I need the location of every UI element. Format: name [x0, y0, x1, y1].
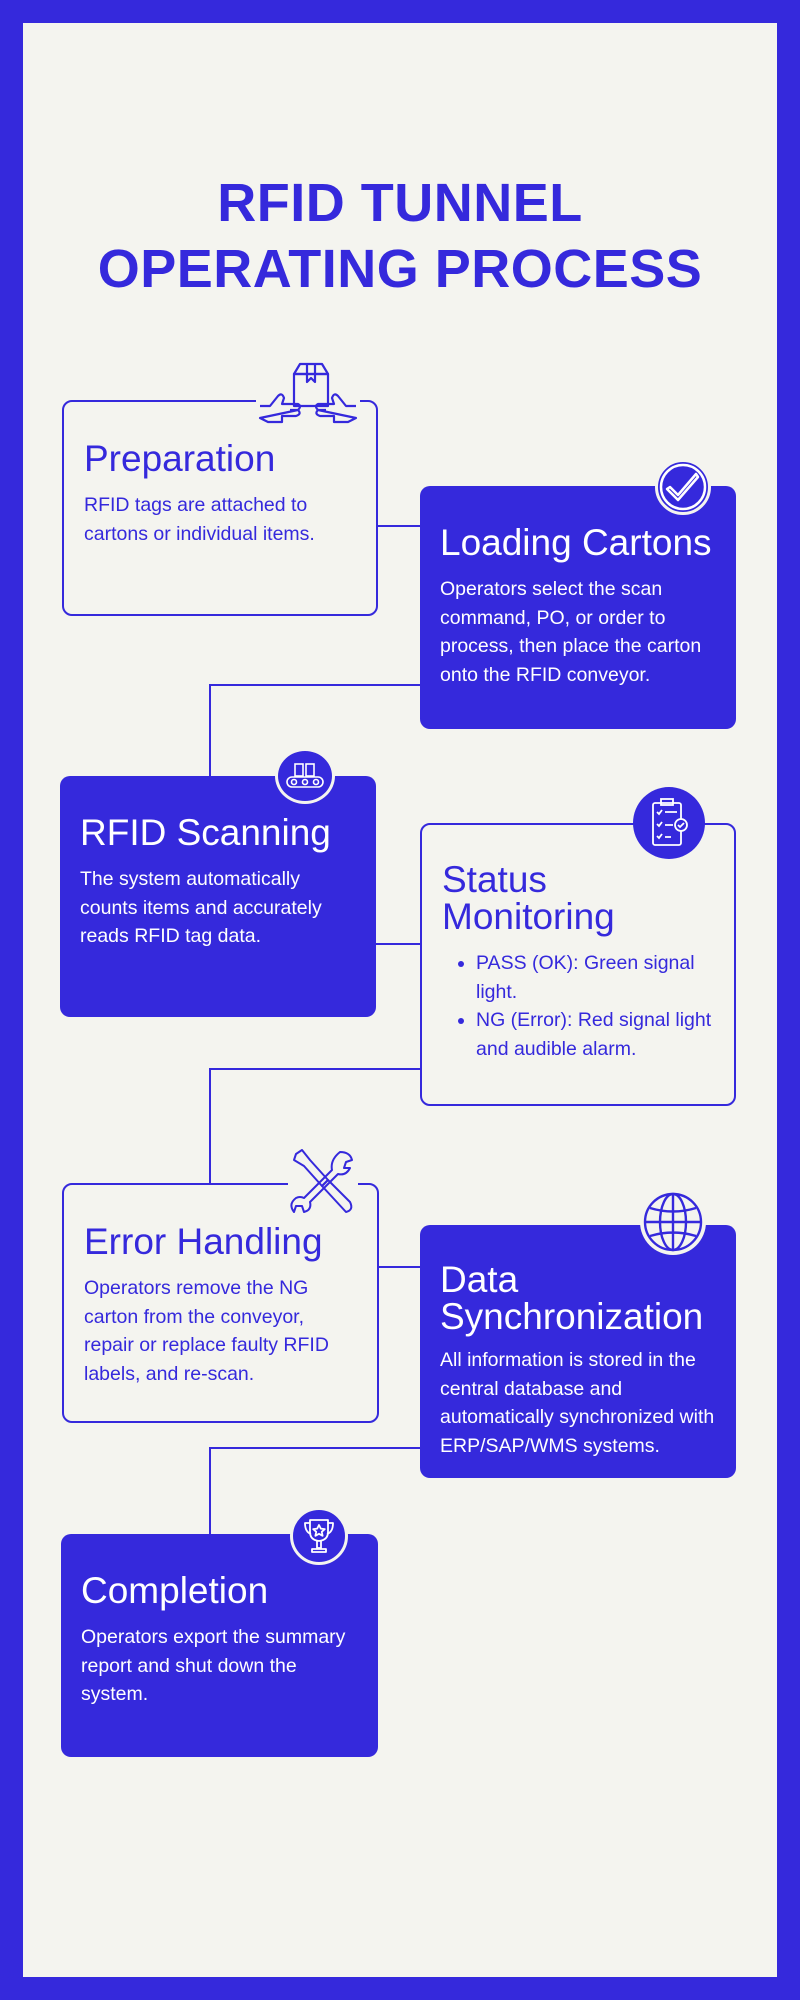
connector: [378, 525, 420, 527]
connector: [209, 684, 420, 686]
status-ng-item: NG (Error): Red signal light and audible…: [476, 1006, 714, 1063]
step-loading-cartons: Loading Cartons Operators select the sca…: [420, 486, 736, 729]
step-body: Operators select the scan command, PO, o…: [440, 578, 702, 686]
step-heading: Status Monitoring: [442, 861, 714, 935]
trophy-icon: [290, 1507, 348, 1565]
conveyor-icon: [275, 748, 335, 804]
status-pass-item: PASS (OK): Green signal light.: [476, 949, 714, 1006]
status-list: PASS (OK): Green signal light. NG (Error…: [442, 949, 714, 1063]
step-heading: Error Handling: [84, 1221, 323, 1262]
step-error-handling: Error Handling Operators remove the NG c…: [62, 1183, 379, 1423]
globe-icon: [640, 1189, 706, 1255]
connector: [209, 1068, 420, 1070]
clipboard-checklist-icon: [633, 787, 705, 859]
connector: [209, 684, 211, 776]
check-icon: [655, 459, 711, 515]
step-heading: Data Synchronization: [440, 1261, 716, 1335]
connector: [209, 1447, 211, 1534]
connector: [376, 943, 420, 945]
step-body: Operators remove the NG carton from the …: [84, 1277, 329, 1385]
title-line-2: OPERATING PROCESS: [97, 239, 703, 299]
wrench-screwdriver-icon: [288, 1146, 358, 1218]
step-heading: Completion: [81, 1570, 269, 1611]
step-heading: Preparation: [84, 438, 276, 479]
step-data-synchronization: Data Synchronization All information is …: [420, 1225, 736, 1478]
connector: [379, 1266, 420, 1268]
connector: [209, 1068, 211, 1183]
step-rfid-scanning: RFID Scanning The system automatically c…: [60, 776, 376, 1017]
step-heading-line: Monitoring: [442, 896, 615, 937]
step-heading: RFID Scanning: [80, 812, 331, 853]
step-heading: Loading Cartons: [440, 522, 712, 563]
step-body: RFID tags are attached to cartons or ind…: [84, 494, 315, 545]
step-body: The system automatically counts items an…: [80, 868, 322, 947]
step-body: All information is stored in the central…: [440, 1349, 715, 1457]
step-status-monitoring: Status Monitoring PASS (OK): Green signa…: [420, 823, 736, 1106]
step-completion: Completion Operators export the summary …: [61, 1534, 378, 1757]
step-heading-line: Status: [442, 859, 547, 900]
page-title: RFID TUNNEL OPERATING PROCESS: [0, 170, 800, 302]
step-heading-line: Synchronization: [440, 1296, 704, 1337]
step-preparation: Preparation RFID tags are attached to ca…: [62, 400, 378, 616]
box-hands-icon: [256, 362, 360, 428]
step-heading-line: Data: [440, 1259, 519, 1300]
title-line-1: RFID TUNNEL: [217, 173, 583, 233]
connector: [209, 1447, 420, 1449]
step-body: Operators export the summary report and …: [81, 1626, 346, 1705]
